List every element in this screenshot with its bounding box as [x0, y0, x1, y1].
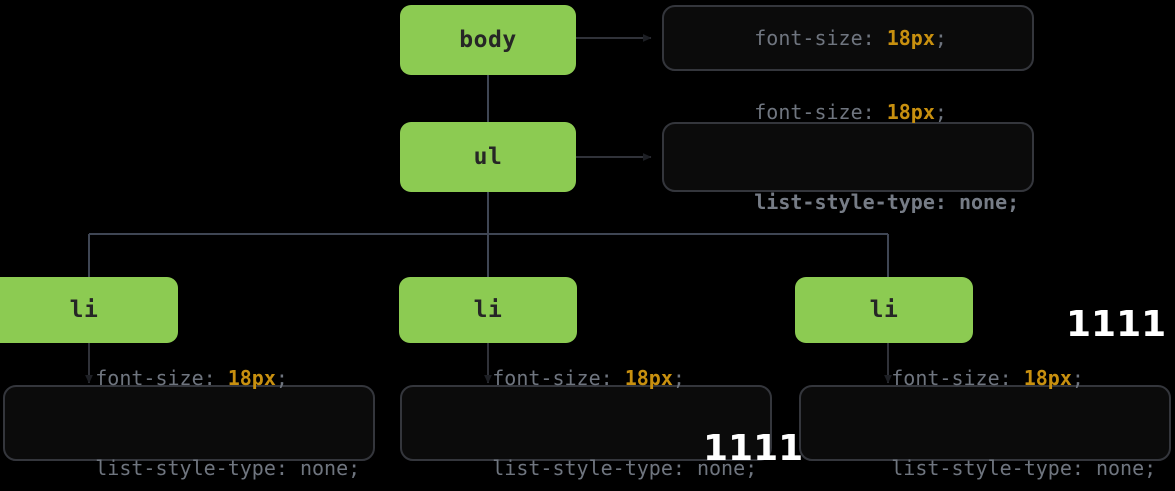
declaration-property: font-size: — [95, 366, 216, 390]
declaration-value: none — [1095, 456, 1145, 480]
declaration-semicolon: ; — [1071, 366, 1084, 390]
declaration-property: list-style-type: — [891, 456, 1084, 480]
rulebox-li-middle: font-size: 18px; list-style-type: none; — [400, 366, 772, 480]
overlay-counter-center: 1111 — [703, 428, 804, 469]
declaration-row: list-style-type: none; — [420, 423, 757, 491]
declaration-value: none — [696, 456, 746, 480]
declaration-property: list-style-type: — [95, 456, 288, 480]
declaration-property: font-size: — [891, 366, 1012, 390]
declaration-row: font-size: 18px; — [819, 333, 1151, 423]
declaration-semicolon: ; — [934, 26, 947, 50]
declaration-row: font-size: 18px; — [23, 333, 355, 423]
declaration-semicolon: ; — [275, 366, 288, 390]
rulebox-body: font-size: 18px; — [662, 5, 1034, 71]
rulebox-li-left: font-size: 18px; list-style-type: none; — [3, 366, 375, 480]
node-body-label: body — [459, 26, 517, 53]
node-li-middle-label: li — [473, 296, 503, 323]
declaration-row: list-style-type: none; — [23, 423, 360, 491]
node-li-right[interactable]: li — [795, 277, 973, 343]
declaration-semicolon: ; — [745, 456, 758, 480]
declaration-property: font-size: — [492, 366, 613, 390]
declaration-row: list-style-type: none; — [682, 157, 1019, 247]
declaration-value: none — [299, 456, 349, 480]
node-body[interactable]: body — [400, 5, 576, 75]
declaration-property: list-style-type: — [754, 190, 947, 214]
declaration-property: list-style-type: — [492, 456, 685, 480]
node-ul-label: ul — [473, 143, 503, 170]
declaration-row: font-size: 18px; — [420, 333, 752, 423]
declaration-semicolon: ; — [1144, 456, 1157, 480]
declaration-row: font-size: 18px; — [682, 0, 1014, 83]
node-li-left[interactable]: li — [0, 277, 178, 343]
declaration-row: font-size: 18px; — [682, 67, 1014, 157]
declaration-value: 18px — [886, 100, 935, 124]
declaration-semicolon: ; — [1007, 190, 1020, 214]
node-ul[interactable]: ul — [400, 122, 576, 192]
overlay-counter-right: 1111 — [1066, 304, 1167, 345]
node-li-right-label: li — [869, 296, 899, 323]
declaration-property: font-size: — [754, 26, 875, 50]
declaration-row: list-style-type: none; — [819, 423, 1156, 491]
declaration-property: font-size: — [754, 100, 875, 124]
rulebox-ul: font-size: 18px; list-style-type: none; — [662, 100, 1034, 214]
declaration-value: 18px — [886, 26, 935, 50]
declaration-value: 18px — [227, 366, 276, 390]
declaration-value: none — [958, 190, 1008, 214]
declaration-semicolon: ; — [348, 456, 361, 480]
declaration-value: 18px — [1023, 366, 1072, 390]
declaration-semicolon: ; — [672, 366, 685, 390]
declaration-value: 18px — [624, 366, 673, 390]
rulebox-li-right: font-size: 18px; list-style-type: none; — [799, 366, 1171, 480]
node-li-left-label: li — [69, 296, 99, 323]
node-li-middle[interactable]: li — [399, 277, 577, 343]
declaration-semicolon: ; — [934, 100, 947, 124]
